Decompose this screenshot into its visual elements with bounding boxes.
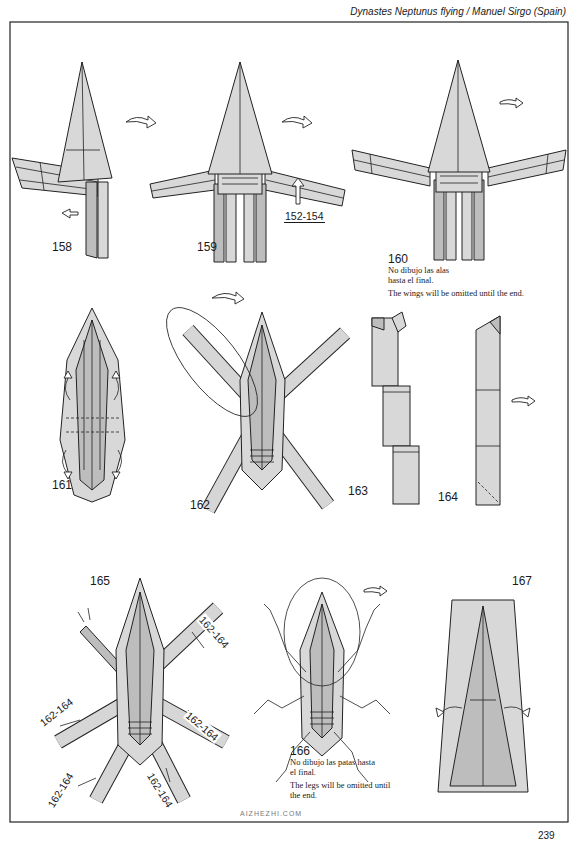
step-number: 167 — [512, 574, 532, 588]
note-text: The wings will be omitted until the end. — [388, 289, 528, 299]
step-166-figure — [254, 578, 390, 782]
step-number: 166 — [290, 744, 310, 758]
note-text: No dibujo las alas hasta el final. — [388, 266, 468, 286]
step-number: 163 — [348, 484, 368, 498]
step-reference: 162-164 — [36, 695, 75, 729]
step-165-figure — [58, 578, 226, 800]
step-158-figure — [12, 62, 156, 258]
step-number: 165 — [90, 574, 110, 588]
step-number: 158 — [52, 240, 72, 254]
watermark: AIZHEZHI.COM — [240, 810, 302, 817]
step-number: 162 — [190, 498, 210, 512]
note-text: No dibujo las patas hasta el final. — [290, 758, 376, 778]
step-reference: 162-164 — [44, 770, 76, 811]
page-title: Dynastes Neptunus flying / Manuel Sirgo … — [350, 6, 566, 17]
step-163-figure — [372, 312, 419, 504]
step-number: 161 — [52, 478, 72, 492]
page-number: 239 — [538, 830, 555, 841]
step-167-figure — [436, 600, 530, 792]
step-159-figure — [150, 62, 345, 262]
note-text: The legs will be omitted until the end. — [290, 781, 400, 801]
step-164-figure — [476, 316, 535, 505]
step-number: 164 — [438, 490, 458, 504]
step-number: 159 — [197, 240, 217, 254]
step-160-figure — [352, 60, 566, 260]
step-reference: 152-154 — [284, 210, 325, 223]
step-161-figure — [60, 308, 125, 502]
step-162-figure — [151, 292, 345, 510]
step-number: 160 — [388, 252, 408, 266]
